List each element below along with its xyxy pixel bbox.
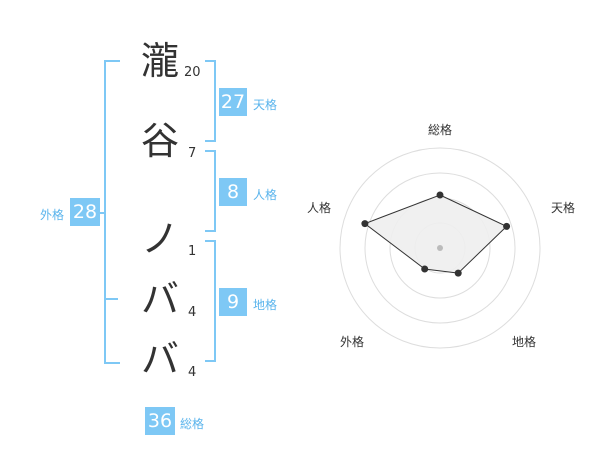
stroke-count-3: 1 [188, 244, 197, 259]
radar-axis-label-soukaku: 総格 [428, 122, 452, 137]
jinkaku-bracket [205, 150, 216, 232]
radar-axis-label-jinkaku: 人格 [307, 200, 331, 215]
soukaku-label: 総格 [180, 417, 205, 431]
name-char-3: ノ [141, 217, 180, 261]
radar-ring-3 [364, 172, 516, 324]
gaikaku-connector [99, 212, 105, 214]
radar-points [361, 191, 511, 277]
radar-point-3 [454, 269, 462, 277]
jinkaku-value: 8 [219, 178, 247, 206]
tenkaku-label: 天格 [253, 98, 278, 112]
chikaku-bracket [205, 240, 216, 362]
radar-point-4 [421, 265, 429, 273]
radar-polygon [363, 194, 508, 274]
soukaku-value: 36 [145, 407, 175, 435]
stroke-count-1: 20 [184, 65, 201, 80]
jinkaku-label: 人格 [253, 188, 278, 202]
name-char-5: バ [141, 337, 180, 381]
name-char-4: バ [141, 277, 180, 321]
stroke-count-5: 4 [188, 365, 197, 380]
tenkaku-value: 27 [219, 88, 247, 116]
gaikaku-bracket-tick [104, 298, 118, 300]
stroke-count-4: 4 [188, 305, 197, 320]
radar-axis-label-chikaku: 地格 [512, 334, 536, 349]
radar-center-dot [437, 245, 443, 251]
chikaku-label: 地格 [253, 298, 278, 312]
gaikaku-label: 外格 [40, 208, 65, 222]
gaikaku-bracket [104, 60, 120, 364]
radar-axis-label-gaikaku: 外格 [340, 334, 364, 349]
name-char-2: 谷 [141, 119, 180, 163]
name-char-1: 瀧 [141, 39, 180, 83]
gaikaku-value: 28 [70, 198, 100, 226]
radar-point-2 [503, 222, 511, 230]
radar-point-5 [361, 220, 369, 228]
chikaku-value: 9 [219, 288, 247, 316]
radar-axis-label-tenkaku: 天格 [551, 200, 575, 215]
stroke-count-2: 7 [188, 146, 197, 161]
tenkaku-bracket [205, 60, 216, 142]
radar-ring-4 [339, 147, 541, 349]
radar-point-1 [436, 191, 444, 199]
